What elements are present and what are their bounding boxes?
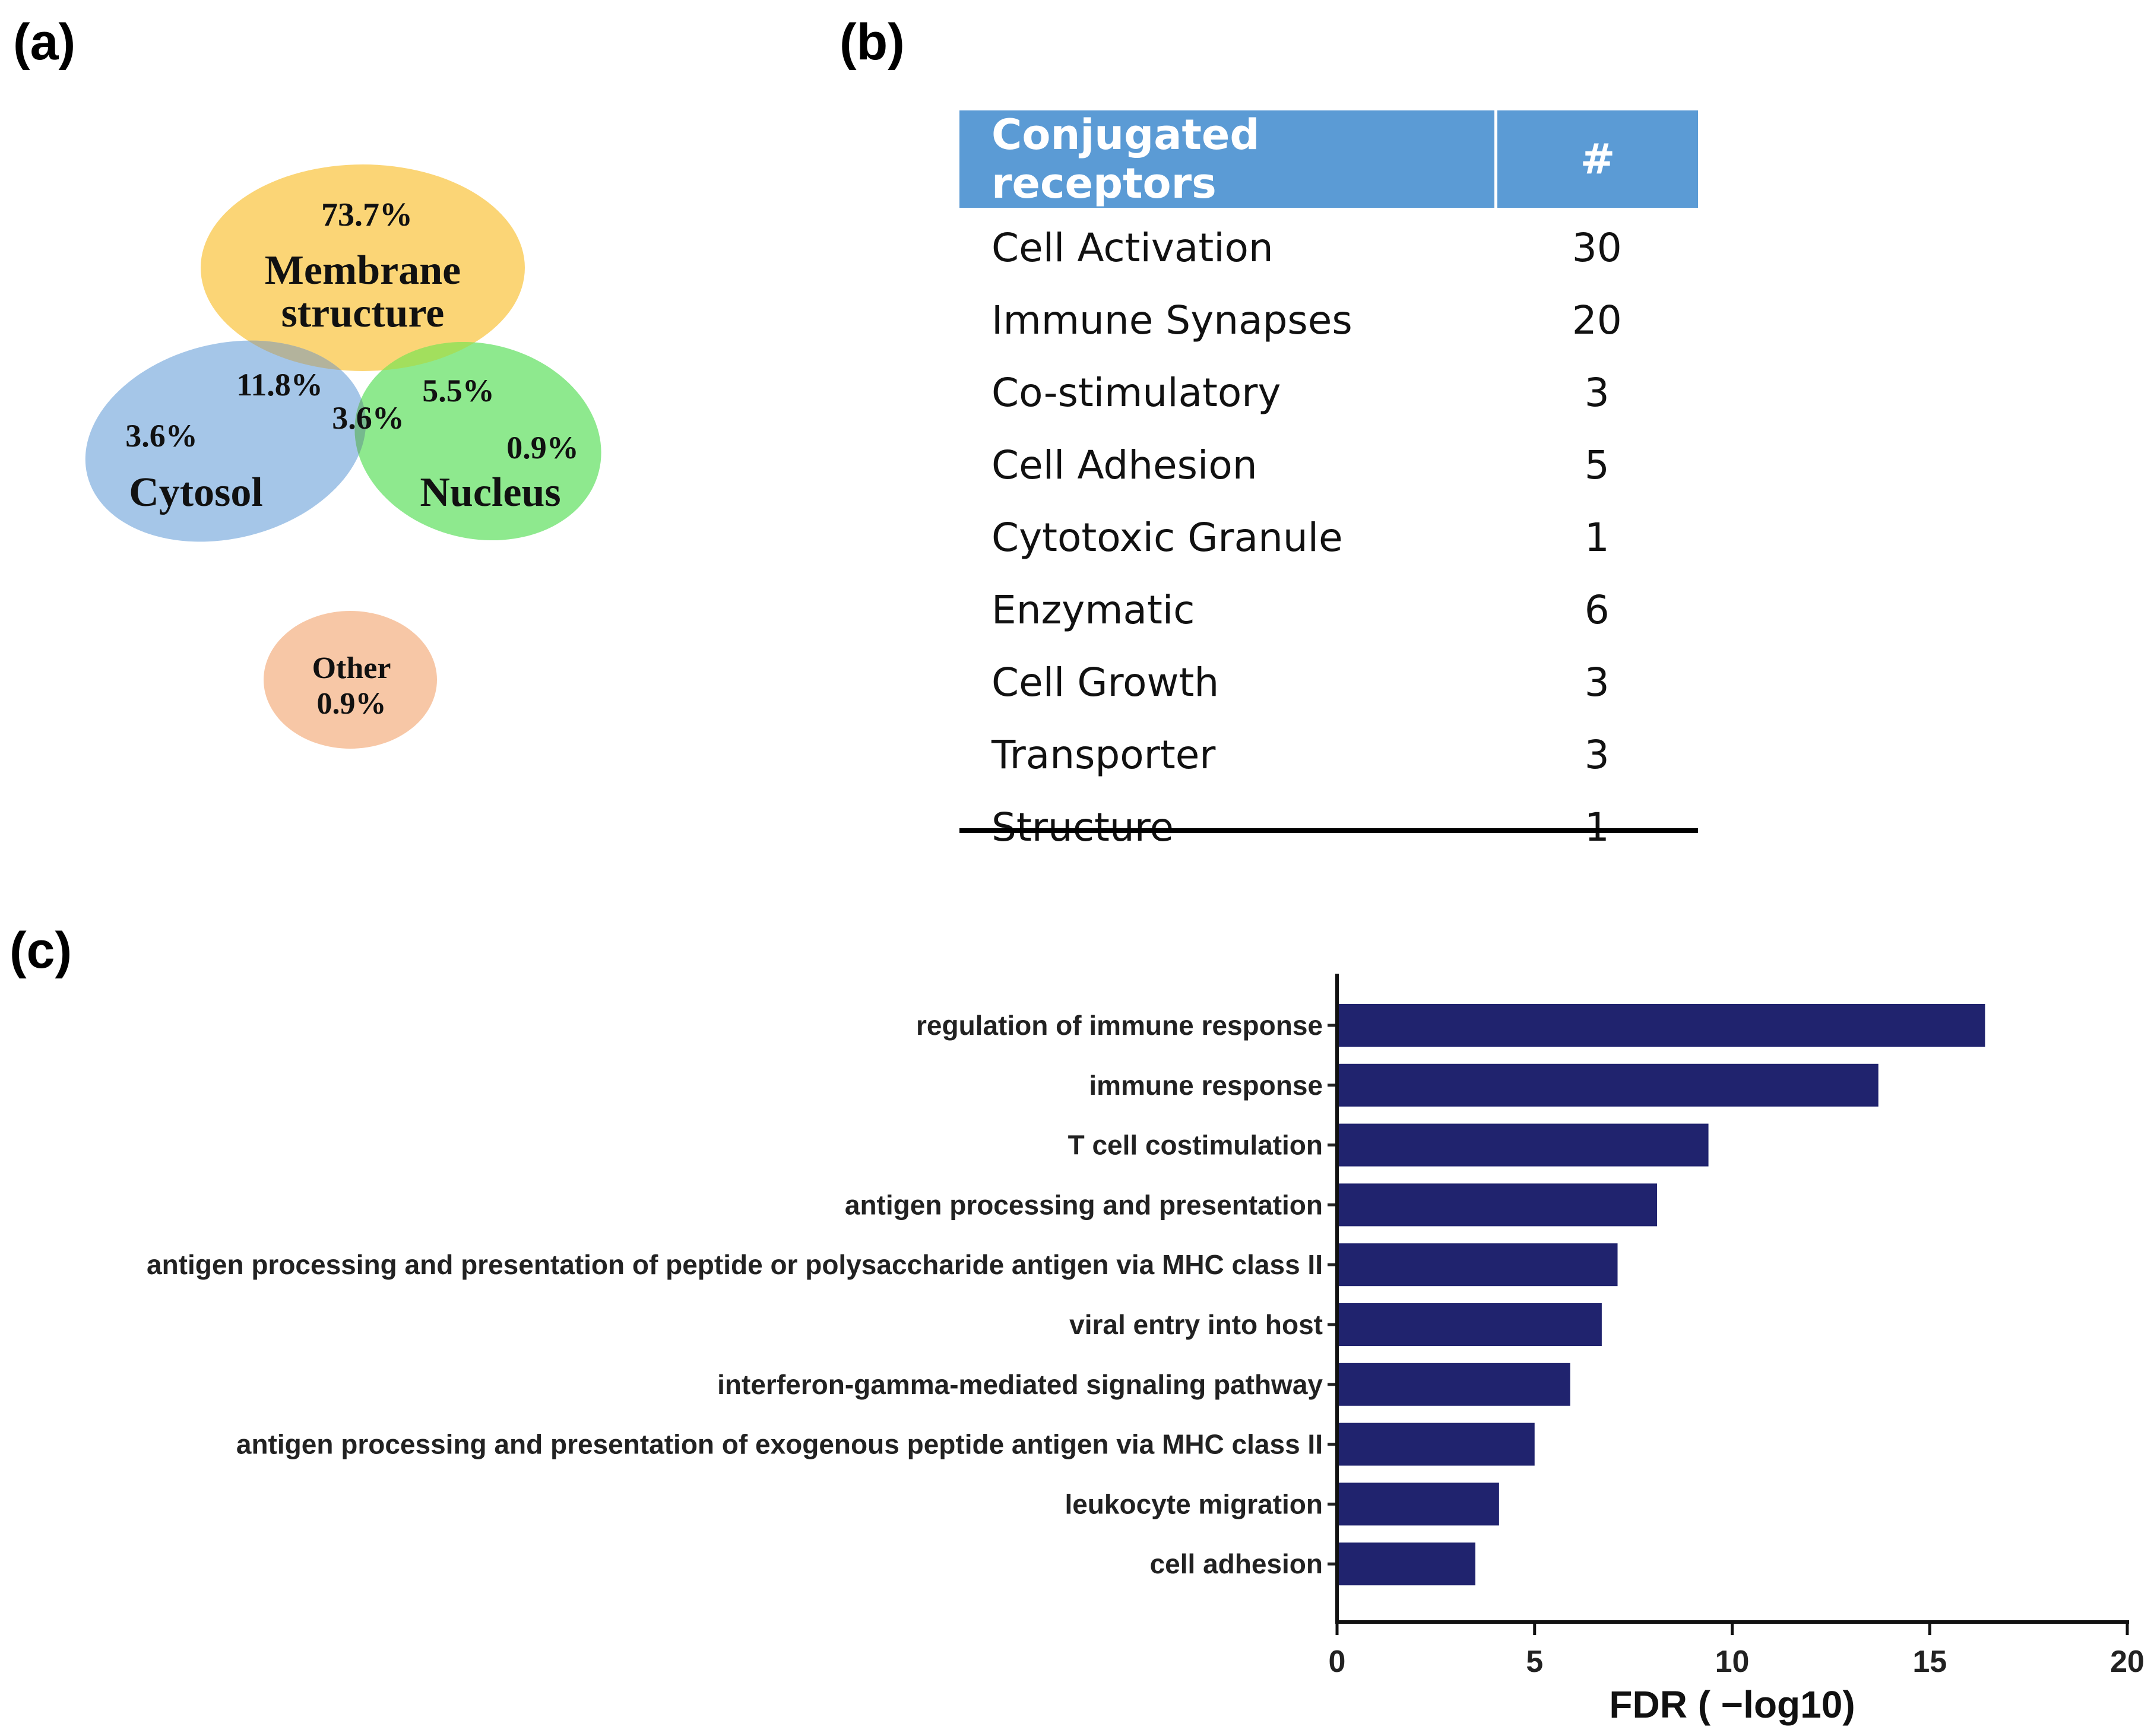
table-cell-count: 1 [1584, 804, 1610, 850]
table-row: Cell Growth 3 [959, 646, 1698, 718]
table-cell-count: 3 [1584, 731, 1610, 778]
venn-cytosol-name: Cytosol [129, 470, 263, 515]
y-tick-label-5: viral entry into host [1069, 1309, 1323, 1340]
bar-6 [1337, 1363, 1570, 1406]
bar-5 [1337, 1303, 1602, 1346]
bar-4 [1337, 1243, 1618, 1287]
y-tick-label-4: antigen processing and presentation of p… [147, 1249, 1323, 1280]
table-row: Cell Adhesion 5 [959, 429, 1698, 501]
venn-cytosol-pct: 3.6% [125, 418, 198, 454]
table-row: Cell Activation 30 [959, 208, 1698, 284]
bar-7 [1337, 1423, 1535, 1466]
x-tick-label-0: 0 [1329, 1645, 1346, 1679]
table-cell-count: 6 [1584, 587, 1610, 633]
x-tick-label-2: 10 [1715, 1645, 1750, 1679]
table-cell-count: 1 [1584, 514, 1610, 560]
panel-label-a: (a) [13, 14, 76, 71]
table-row: Immune Synapses 20 [959, 284, 1698, 356]
table-row: Structure 1 [959, 791, 1698, 863]
table-cell-count: 3 [1584, 369, 1610, 416]
table-cell-count: 3 [1584, 659, 1610, 705]
panel-label-b: (b) [840, 14, 905, 71]
table-header-name: Conjugated receptors [959, 110, 1497, 208]
table-cell-name: Cell Growth [992, 659, 1219, 705]
venn-membrane-name-line2: structure [281, 290, 445, 336]
venn-membrane-name-line1: Membrane [265, 248, 461, 293]
table-cell-name: Co-stimulatory [992, 369, 1281, 416]
table-header-row: Conjugated receptors # [959, 110, 1698, 208]
table-cell-name: Enzymatic [992, 587, 1195, 633]
venn-cytosol-circle [85, 340, 366, 542]
table-bottom-rule [959, 828, 1698, 833]
venn-nucleus-name: Nucleus [420, 470, 560, 515]
venn-membrane-circle [201, 164, 525, 371]
venn-other-name: Other [312, 651, 391, 685]
venn-membrane-pct: 73.7% [321, 197, 413, 233]
table-row: Transporter 3 [959, 718, 1698, 791]
table-cell-count: 20 [1572, 297, 1622, 343]
table-row: Enzymatic 6 [959, 574, 1698, 646]
bar-1 [1337, 1063, 1879, 1107]
y-tick-label-2: T cell costimulation [1068, 1130, 1323, 1161]
x-tick-label-3: 15 [1912, 1645, 1947, 1679]
table-cell-count: 30 [1572, 224, 1622, 271]
venn-nucleus-pct: 0.9% [506, 430, 579, 465]
bar-8 [1337, 1482, 1499, 1526]
table-cell-count: 5 [1584, 442, 1610, 488]
y-tick-label-9: cell adhesion [1150, 1548, 1323, 1579]
bar-2 [1337, 1123, 1709, 1167]
table-header-count: # [1496, 110, 1698, 208]
venn-diagram: 73.7% Membrane structure 11.8% 5.5% 3.6%… [85, 164, 601, 749]
venn-membrane-cytosol-pct: 11.8% [236, 367, 323, 403]
venn-nucleus-circle [354, 341, 601, 541]
table-cell-name: Transporter [992, 731, 1216, 778]
receptor-table: Conjugated receptors # Cell Activation 30… [959, 110, 1698, 863]
y-tick-label-1: immune response [1089, 1070, 1323, 1101]
bar-0 [1337, 1004, 1985, 1047]
bar-3 [1337, 1183, 1658, 1227]
table-row: Co-stimulatory 3 [959, 356, 1698, 429]
table-cell-name: Immune Synapses [992, 297, 1352, 343]
bar-9 [1337, 1542, 1475, 1586]
table-cell-name: Cytotoxic Granule [992, 514, 1343, 560]
y-tick-label-7: antigen processing and presentation of e… [236, 1429, 1323, 1460]
y-tick-label-8: leukocyte migration [1065, 1488, 1323, 1519]
panel-label-c: (c) [9, 922, 72, 979]
venn-membrane-nucleus-pct: 5.5% [422, 373, 495, 408]
y-tick-label-6: interferon-gamma-mediated signaling path… [717, 1369, 1323, 1400]
table-cell-name: Cell Activation [992, 224, 1274, 271]
venn-other-circle [264, 611, 437, 749]
y-tick-label-3: antigen processing and presentation [845, 1189, 1323, 1220]
table-cell-name: Cell Adhesion [992, 442, 1257, 488]
x-tick-label-1: 5 [1526, 1645, 1543, 1679]
venn-other-pct: 0.9% [317, 687, 387, 721]
x-tick-label-4: 20 [2110, 1645, 2145, 1679]
table-cell-name: Structure [992, 804, 1174, 850]
venn-all-three-pct: 3.6% [332, 400, 404, 436]
table-row: Cytotoxic Granule 1 [959, 501, 1698, 574]
y-tick-label-0: regulation of immune response [916, 1010, 1323, 1041]
x-axis-title: FDR ( −log10) [1609, 1683, 1855, 1726]
